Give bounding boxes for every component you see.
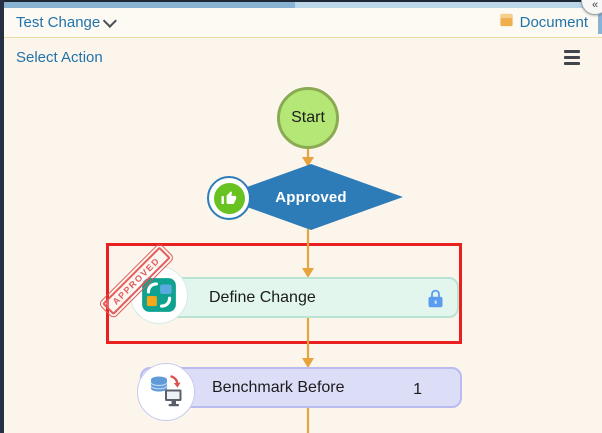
- select-action-button[interactable]: Select Action: [16, 48, 103, 66]
- chevron-down-icon: [103, 13, 118, 28]
- panel-top-border: [0, 0, 602, 2]
- panel-toolbar: Select Action: [4, 39, 602, 75]
- collapse-icon: «: [591, 0, 599, 11]
- decision-diamond-shape: [219, 164, 403, 230]
- document-label: Document: [519, 14, 588, 31]
- node-define-change[interactable]: Define Change: [135, 277, 459, 318]
- selection-highlight: [106, 243, 462, 344]
- workflow-canvas[interactable]: Start Approved Define Change: [4, 75, 602, 433]
- vertical-scrollbar[interactable]: [598, 8, 602, 34]
- lock-icon: [425, 288, 446, 314]
- horizontal-scrollbar-thumb[interactable]: [295, 2, 590, 8]
- change-icon: [130, 266, 188, 324]
- panel-left-border: [0, 0, 4, 433]
- node-start-label: Start: [291, 109, 325, 126]
- panel-header: Test Change Document: [4, 8, 602, 38]
- menu-button[interactable]: [562, 48, 582, 67]
- workflow-title-dropdown[interactable]: Test Change: [16, 13, 118, 31]
- node-start[interactable]: Start: [277, 87, 339, 149]
- node-define-change-label: Define Change: [209, 288, 316, 306]
- node-benchmark-before-label: Benchmark Before: [212, 378, 345, 396]
- thumbs-up-icon: [213, 182, 245, 214]
- benchmark-icon: [137, 363, 195, 421]
- document-button[interactable]: Document: [499, 12, 588, 33]
- node-approved-label: Approved: [275, 188, 347, 206]
- horizontal-scrollbar[interactable]: [0, 2, 602, 8]
- node-benchmark-count-badge: 1: [413, 380, 422, 398]
- node-approved[interactable]: Approved: [219, 164, 403, 230]
- page-title: Test Change: [16, 14, 101, 31]
- approval-badge: [207, 176, 251, 220]
- document-icon: [499, 12, 514, 33]
